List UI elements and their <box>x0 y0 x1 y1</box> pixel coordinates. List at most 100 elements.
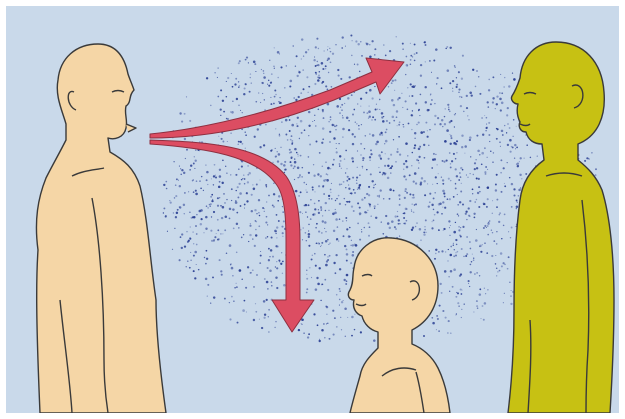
aerosol-dot <box>289 152 291 154</box>
aerosol-dot <box>389 168 390 169</box>
aerosol-dot <box>238 86 239 87</box>
aerosol-dot <box>468 215 470 217</box>
aerosol-dot <box>431 99 433 101</box>
aerosol-dot <box>221 182 223 184</box>
aerosol-dot <box>420 131 423 134</box>
aerosol-dot <box>390 154 392 156</box>
aerosol-dot <box>474 273 476 275</box>
aerosol-dot <box>403 212 405 214</box>
aerosol-dot <box>277 77 279 79</box>
aerosol-dot <box>374 208 375 209</box>
aerosol-dot <box>469 241 471 243</box>
aerosol-dot <box>441 119 443 121</box>
aerosol-dot <box>371 40 373 42</box>
aerosol-dot <box>222 100 224 102</box>
aerosol-dot <box>359 188 361 190</box>
aerosol-dot <box>315 288 318 291</box>
aerosol-dot <box>418 122 420 124</box>
aerosol-dot <box>238 105 240 107</box>
aerosol-dot <box>290 156 292 158</box>
aerosol-dot <box>434 158 437 161</box>
aerosol-dot <box>193 216 195 218</box>
aerosol-dot <box>311 277 312 278</box>
aerosol-dot <box>513 136 514 137</box>
aerosol-dot <box>193 243 194 244</box>
aerosol-dot <box>371 119 372 120</box>
aerosol-dot <box>322 127 324 129</box>
aerosol-dot <box>268 248 270 250</box>
aerosol-dot <box>330 189 332 191</box>
aerosol-dot <box>344 245 346 247</box>
aerosol-dot <box>183 204 185 206</box>
aerosol-dot <box>253 61 256 64</box>
aerosol-dot <box>238 144 239 145</box>
aerosol-dot <box>205 216 208 219</box>
aerosol-dot <box>318 200 320 202</box>
aerosol-dot <box>406 56 408 58</box>
aerosol-dot <box>351 316 354 319</box>
aerosol-dot <box>449 227 450 228</box>
aerosol-dot <box>443 228 445 230</box>
aerosol-dot <box>195 193 198 196</box>
aerosol-dot <box>476 199 478 201</box>
aerosol-dot <box>316 141 318 143</box>
aerosol-dot <box>278 259 280 261</box>
aerosol-dot <box>285 134 287 136</box>
aerosol-dot <box>449 291 450 292</box>
aerosol-dot <box>324 337 326 339</box>
aerosol-dot <box>245 59 247 61</box>
aerosol-dot <box>315 265 317 267</box>
aerosol-dot <box>305 211 306 212</box>
aerosol-dot <box>341 47 343 49</box>
aerosol-dot <box>330 61 332 63</box>
aerosol-dot <box>340 107 341 108</box>
aerosol-dot <box>405 100 407 102</box>
aerosol-dot <box>278 153 281 156</box>
aerosol-dot <box>387 165 389 167</box>
aerosol-dot <box>322 138 324 140</box>
aerosol-dot <box>389 188 392 191</box>
aerosol-dot <box>474 168 476 170</box>
aerosol-dot <box>308 49 310 51</box>
aerosol-dot <box>178 180 179 181</box>
aerosol-dot <box>352 244 354 246</box>
aerosol-dot <box>314 208 316 210</box>
aerosol-dot <box>221 217 223 219</box>
aerosol-dot <box>189 169 190 170</box>
aerosol-dot <box>344 158 345 159</box>
aerosol-dot <box>414 204 415 205</box>
aerosol-dot <box>501 238 502 239</box>
aerosol-dot <box>488 134 490 136</box>
aerosol-dot <box>279 53 280 54</box>
aerosol-dot <box>495 255 496 256</box>
aerosol-dot <box>461 96 462 97</box>
aerosol-dot <box>496 138 498 140</box>
aerosol-dot <box>453 243 454 244</box>
aerosol-dot <box>345 172 346 173</box>
aerosol-dot <box>413 147 415 149</box>
aerosol-dot <box>488 106 490 108</box>
aerosol-dot <box>252 184 253 185</box>
aerosol-dot <box>207 184 208 185</box>
aerosol-dot <box>259 179 260 180</box>
aerosol-dot <box>507 107 509 109</box>
aerosol-dot <box>460 235 462 237</box>
aerosol-dot <box>282 273 283 274</box>
aerosol-dot <box>253 188 256 191</box>
aerosol-dot <box>487 169 488 170</box>
aerosol-dot <box>472 193 473 194</box>
aerosol-dot <box>250 223 251 224</box>
aerosol-dot <box>258 199 260 201</box>
aerosol-dot <box>455 158 457 160</box>
aerosol-dot <box>306 292 308 294</box>
aerosol-dot <box>170 201 172 203</box>
aerosol-dot <box>209 204 211 206</box>
aerosol-dot <box>248 172 251 175</box>
aerosol-dot <box>444 196 446 198</box>
aerosol-dot <box>390 167 392 169</box>
aerosol-dot <box>470 264 472 266</box>
aerosol-dot <box>336 326 338 328</box>
aerosol-dot <box>325 161 327 163</box>
aerosol-dot <box>451 137 453 139</box>
aerosol-dot <box>368 203 369 204</box>
